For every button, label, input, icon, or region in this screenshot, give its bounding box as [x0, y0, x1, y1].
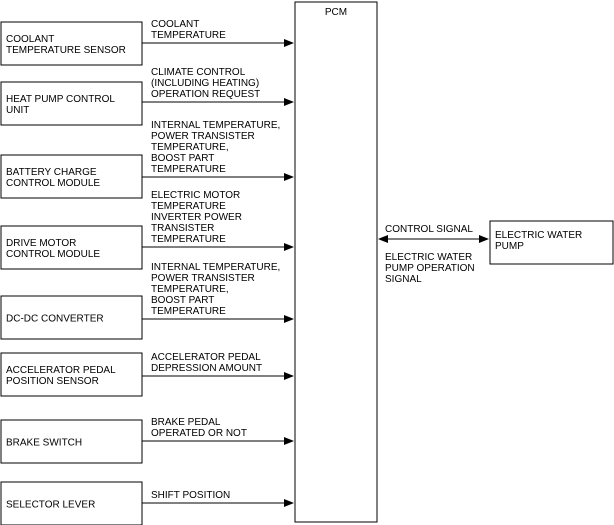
arrowhead-right: [284, 437, 294, 445]
signal-label-line: POWER TRANSISTER: [151, 131, 255, 142]
arrowhead-right: [284, 98, 294, 106]
source-box: [0, 419, 143, 464]
source-label-line: DRIVE MOTOR: [6, 238, 76, 249]
electric-water-pump-label-line: ELECTRIC WATER: [495, 230, 582, 241]
signal-label-line: TEMPERATURE: [151, 30, 226, 41]
source-box: [0, 352, 143, 397]
source-box: [0, 295, 143, 340]
signal-label: SHIFT POSITION: [151, 490, 230, 501]
arrowhead-left: [378, 235, 388, 243]
pcm-label: PCM: [325, 7, 347, 18]
source-label: DC-DC CONVERTER: [6, 314, 104, 325]
signal-label-line: BRAKE PEDAL: [151, 417, 221, 428]
signal-label-line: INTERNAL TEMPERATURE,: [151, 262, 280, 273]
source-label-line: CONTROL MODULE: [6, 249, 100, 260]
source-box: [0, 21, 143, 66]
source-label-line: BRAKE SWITCH: [6, 438, 82, 449]
signal-label-line: SHIFT POSITION: [151, 490, 230, 501]
signal-label-line: TEMPERATURE: [151, 306, 226, 317]
arrowhead-right: [479, 235, 489, 243]
source-box: [0, 225, 143, 270]
signal-label-line: CLIMATE CONTROL: [151, 67, 246, 78]
electric-water-pump-label-line: PUMP: [495, 241, 524, 252]
arrowhead-right: [284, 243, 294, 251]
signal-label-line: TEMPERATURE,: [151, 142, 229, 153]
signal-label-line: BOOST PART: [151, 295, 214, 306]
arrowhead-right: [284, 39, 294, 47]
source-label-line: TEMPERATURE SENSOR: [6, 45, 126, 56]
signal-label-line: TEMPERATURE: [151, 234, 226, 245]
source-box: [0, 154, 143, 199]
signal-label-line: OPERATION REQUEST: [151, 89, 260, 100]
signal-label-line: ACCELERATOR PEDAL: [151, 352, 261, 363]
source-label-line: HEAT PUMP CONTROL: [6, 94, 115, 105]
signal-label-line: INTERNAL TEMPERATURE,: [151, 120, 280, 131]
signal-label-line: ELECTRIC MOTOR: [151, 190, 240, 201]
source-label-line: SELECTOR LEVER: [6, 500, 95, 511]
signal-label-line: INVERTER POWER: [151, 212, 242, 223]
source-box: [0, 81, 143, 126]
signal-label-line: TEMPERATURE: [151, 201, 226, 212]
arrowhead-right: [284, 372, 294, 380]
signal-label-line: TRANSISTER: [151, 223, 214, 234]
arrowhead-right: [284, 173, 294, 181]
source-label-line: UNIT: [6, 105, 29, 116]
signal-label-line: BOOST PART: [151, 153, 214, 164]
signal-label-line: DEPRESSION AMOUNT: [151, 363, 262, 374]
input-group: DC-DC CONVERTER INTERNAL TEMPERATURE,POWE…: [0, 262, 294, 340]
signal-label-line: (INCLUDING HEATING): [151, 78, 259, 89]
source-label-line: POSITION SENSOR: [6, 376, 99, 387]
arrowhead-right: [284, 315, 294, 323]
source-box: [0, 481, 143, 525]
signal-label-line: TEMPERATURE: [151, 164, 226, 175]
source-label: BRAKE SWITCH: [6, 438, 82, 449]
source-label-line: COOLANT: [6, 34, 54, 45]
input-group: SELECTOR LEVER SHIFT POSITION: [0, 481, 294, 525]
source-label-line: DC-DC CONVERTER: [6, 314, 104, 325]
source-label: SELECTOR LEVER: [6, 500, 95, 511]
signal-label-line: POWER TRANSISTER: [151, 273, 255, 284]
signal-label-line: TEMPERATURE,: [151, 284, 229, 295]
control-signal-label-line: CONTROL SIGNAL: [385, 224, 473, 235]
pcm-box: [294, 1, 378, 523]
pump-operation-signal-label-line: SIGNAL: [385, 274, 422, 285]
signal-label-line: OPERATED OR NOT: [151, 428, 247, 439]
control-signal-label: CONTROL SIGNAL: [385, 224, 473, 235]
pump-operation-signal-label-line: ELECTRIC WATER: [385, 252, 472, 263]
source-label-line: BATTERY CHARGE: [6, 167, 97, 178]
arrowhead-right: [284, 499, 294, 507]
signal-label: CLIMATE CONTROL(INCLUDING HEATING)OPERAT…: [151, 67, 260, 100]
pump-operation-signal-label-line: PUMP OPERATION: [385, 263, 475, 274]
electric-water-pump-box: [489, 220, 614, 265]
source-label-line: ACCELERATOR PEDAL: [6, 365, 116, 376]
source-label-line: CONTROL MODULE: [6, 178, 100, 189]
signal-label-line: COOLANT: [151, 19, 199, 30]
